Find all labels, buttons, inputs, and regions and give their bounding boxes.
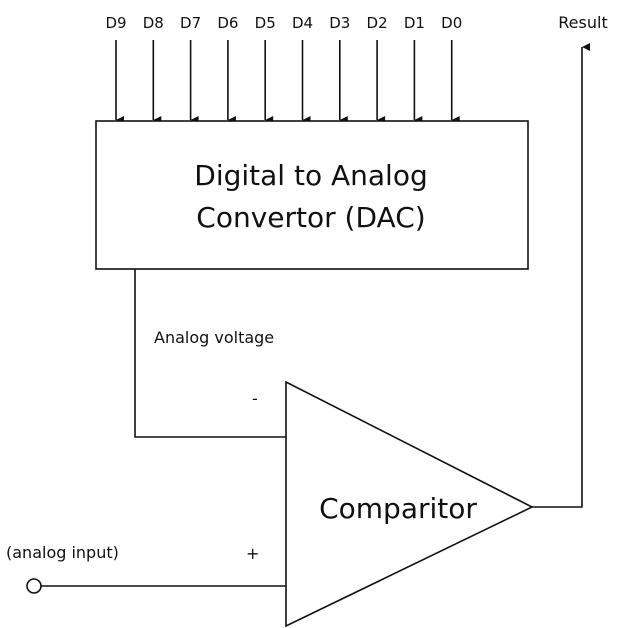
dac-label-line1: Digital to Analog <box>194 159 427 192</box>
analog-voltage-wire <box>134 269 286 438</box>
bit-label-d9: D9 <box>105 14 126 32</box>
analog-input-terminal <box>26 578 42 594</box>
bit-label-d3: D3 <box>329 14 350 32</box>
bit-label-d6: D6 <box>217 14 238 32</box>
bit-label-d2: D2 <box>367 14 388 32</box>
analog-input-label: (analog input) <box>6 543 119 562</box>
dac-box <box>95 120 529 270</box>
bit-label-d5: D5 <box>255 14 276 32</box>
result-label: Result <box>558 13 607 32</box>
digital-input-bits: D9 D8 D7 D6 D5 D4 D3 D2 D1 D0 <box>105 14 462 124</box>
plus-input-label: + <box>246 544 259 563</box>
comparator-triangle <box>285 380 534 628</box>
bit-label-d0: D0 <box>441 14 462 32</box>
bit-label-d7: D7 <box>180 14 201 32</box>
bit-label-d8: D8 <box>143 14 164 32</box>
result-output-wire <box>532 43 590 508</box>
dac-label-line2: Convertor (DAC) <box>196 201 425 234</box>
minus-input-label: - <box>252 389 258 408</box>
analog-voltage-label: Analog voltage <box>154 328 274 347</box>
comparator-label: Comparitor <box>319 492 477 525</box>
bit-label-d1: D1 <box>404 14 425 32</box>
bit-label-d4: D4 <box>292 14 313 32</box>
